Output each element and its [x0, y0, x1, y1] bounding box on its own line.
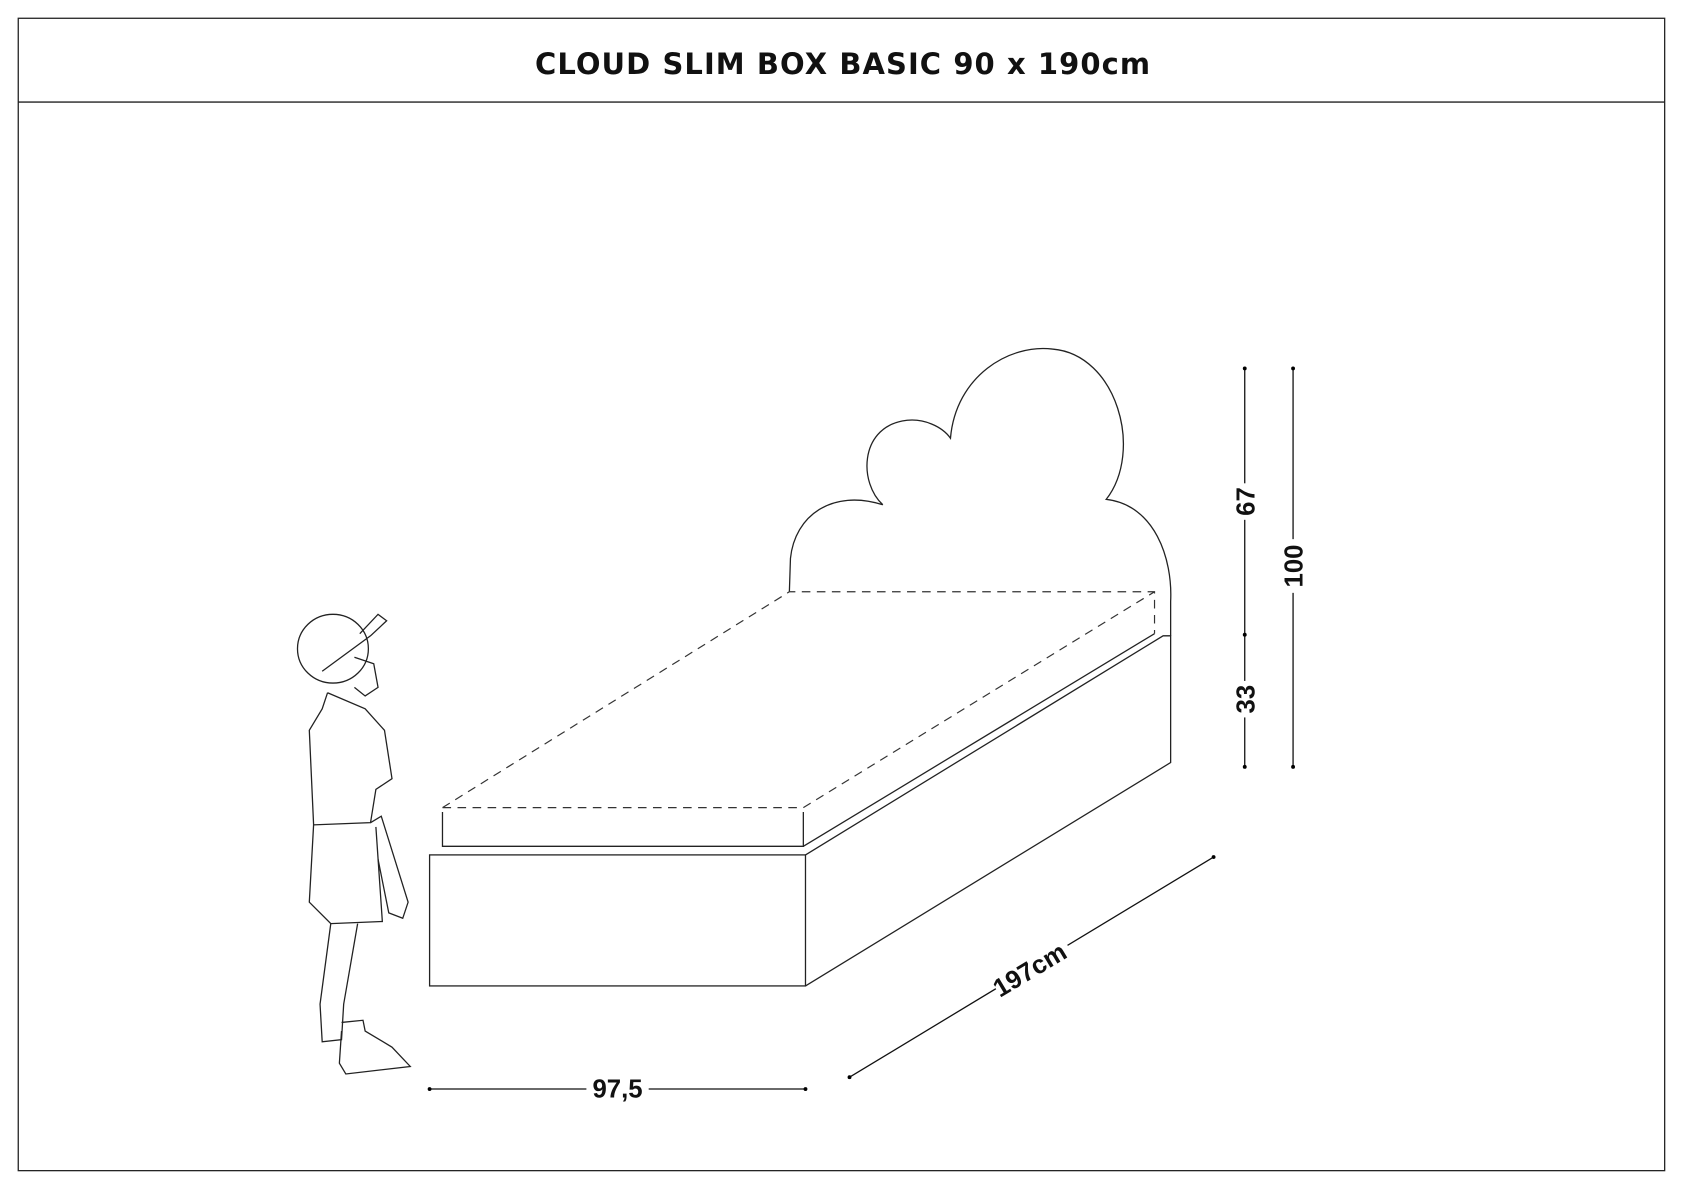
bed: [428, 347, 1172, 987]
child-silhouette: [296, 613, 412, 1075]
width-label: 97,5: [592, 1076, 642, 1104]
headboard-height-label: 67: [1232, 487, 1260, 516]
bed-base-front: [428, 854, 807, 987]
height-dimension-67-33: 67 33: [1230, 366, 1260, 769]
mattress-side: [803, 633, 1155, 847]
drawing-title: CLOUD SLIM BOX BASIC 90 x 190cm: [535, 47, 1151, 81]
length-dimension: 197cm: [847, 855, 1216, 1080]
length-label: 197cm: [989, 938, 1072, 1003]
mattress-top-dashed: [442, 591, 1156, 809]
width-dimension: 97,5: [427, 1073, 808, 1105]
total-height-label: 100: [1281, 545, 1309, 588]
cloud-headboard: [788, 347, 1172, 636]
base-height-label: 33: [1232, 685, 1260, 714]
height-dimension-100: 100: [1279, 366, 1309, 769]
mattress-front: [441, 811, 804, 847]
bed-base-side: [805, 635, 1172, 987]
frame-border: [17, 17, 1666, 1172]
